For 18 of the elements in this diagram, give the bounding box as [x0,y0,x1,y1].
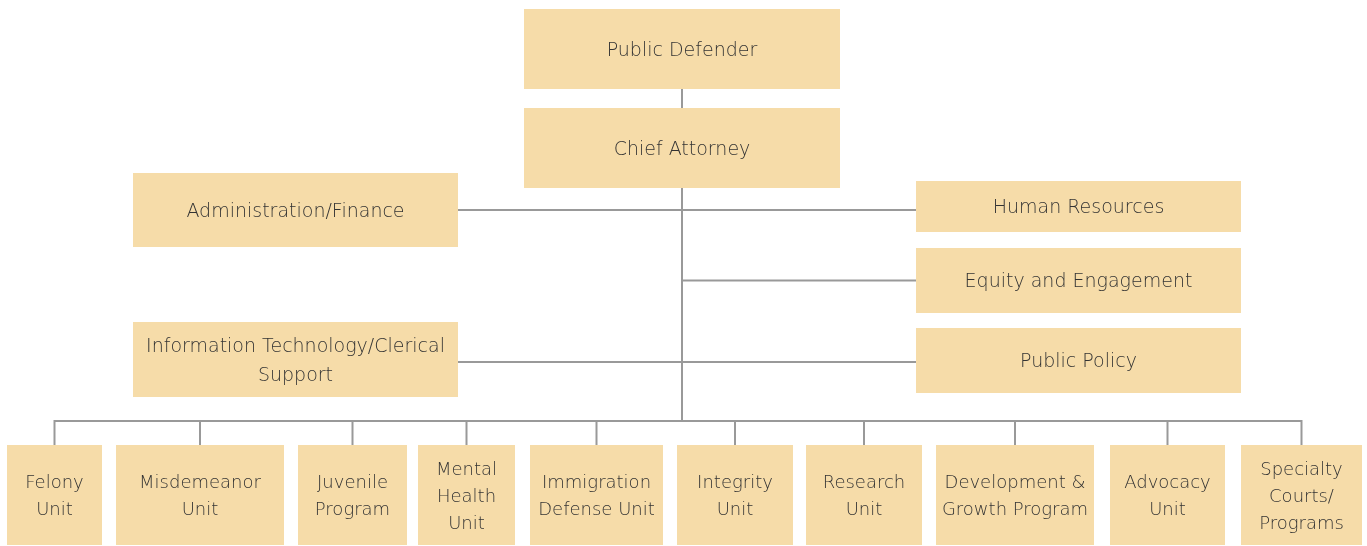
org-box: Administration/Finance [133,173,458,247]
org-box: Public Defender [524,9,840,89]
org-box: Chief Attorney [524,108,840,188]
org-box: Specialty Courts/ Programs [1241,445,1362,545]
org-box: Public Policy [916,328,1241,393]
org-box: Felony Unit [7,445,102,545]
org-box: Advocacy Unit [1110,445,1225,545]
org-box: Research Unit [806,445,922,545]
org-box: Immigration Defense Unit [530,445,663,545]
connector-line [681,88,683,109]
org-box: Juvenile Program [298,445,407,545]
org-box: Information Technology/Clerical Support [133,322,458,397]
org-box: Human Resources [916,181,1241,232]
org-box: Mental Health Unit [418,445,515,545]
org-box: Integrity Unit [677,445,793,545]
org-box: Development & Growth Program [936,445,1094,545]
org-box: Misdemeanor Unit [116,445,284,545]
org-box: Equity and Engagement [916,248,1241,313]
